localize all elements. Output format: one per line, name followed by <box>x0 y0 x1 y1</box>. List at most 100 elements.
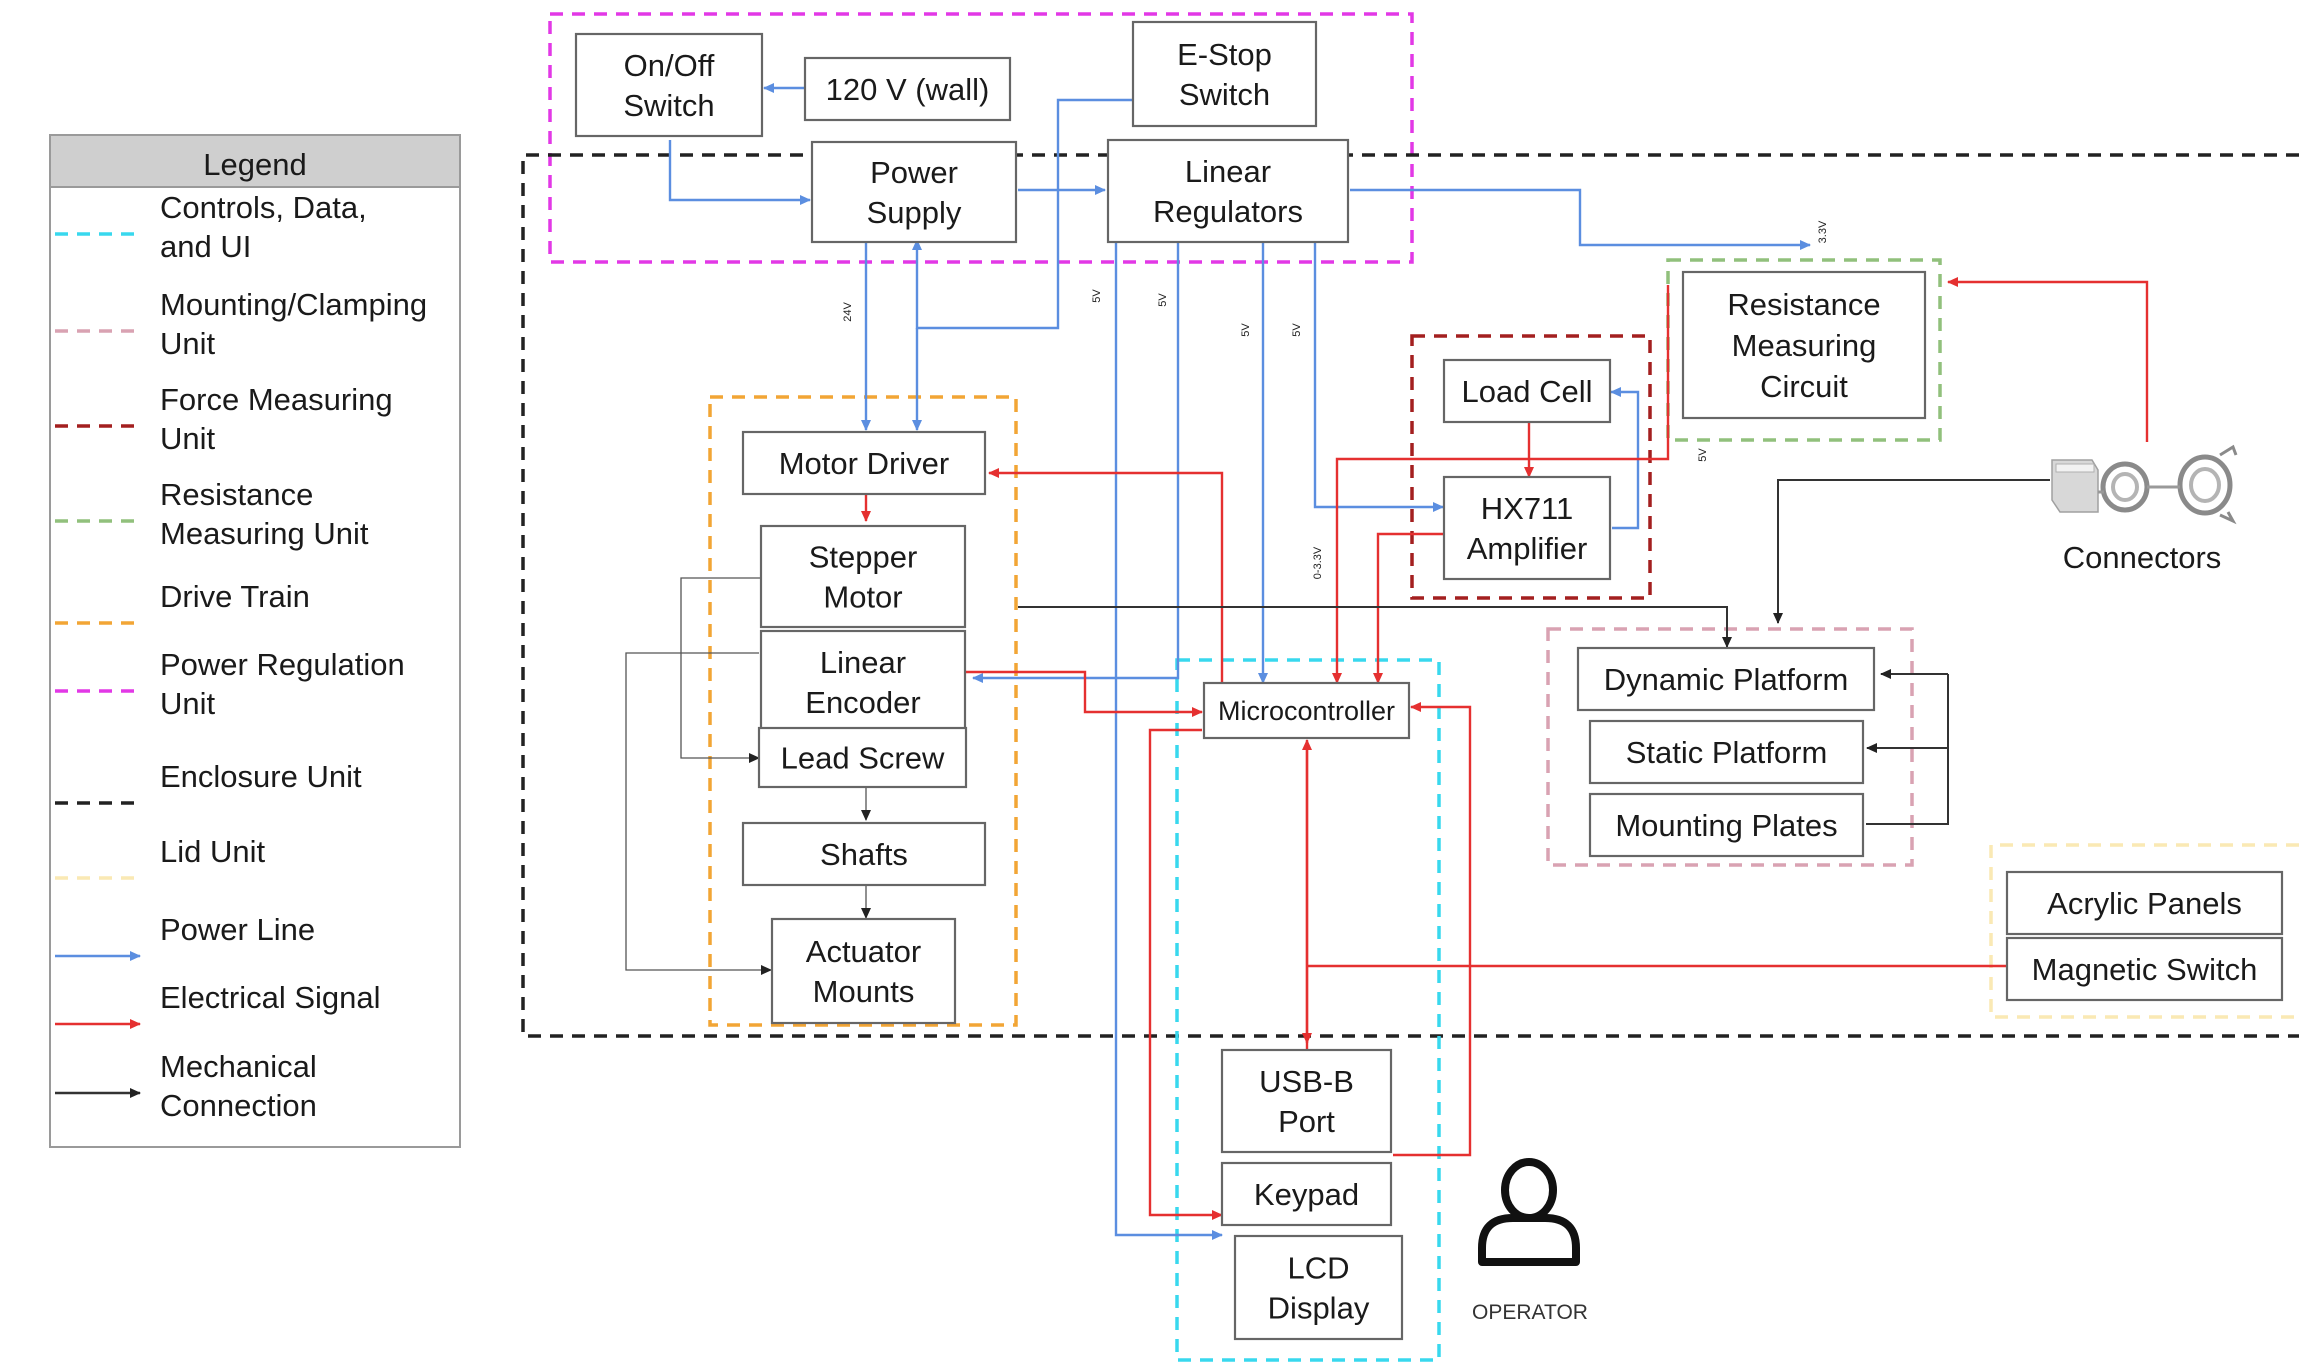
block-outline <box>1442 475 1612 581</box>
block-outline <box>1588 719 1865 785</box>
legend-item: Enclosure Unit <box>55 759 362 805</box>
block-label: USB-B <box>1259 1064 1354 1099</box>
block-outline <box>2005 936 2284 1002</box>
mech-stepper-to-dynamic-platform <box>1018 606 1732 648</box>
signal-encoder-to-mcu <box>963 670 1203 717</box>
block-label: Measuring <box>1732 328 1877 363</box>
block-label: 120 V (wall) <box>826 72 990 107</box>
power-regulation-unit-region <box>548 12 1414 264</box>
electrical-signals <box>861 277 2149 1220</box>
block-outline <box>757 726 968 789</box>
block-outline <box>574 32 764 138</box>
voltage-label-0-3v3: 0-3.3V <box>1312 546 1324 579</box>
legend-label: Connection <box>160 1088 317 1123</box>
block-outline <box>770 917 957 1025</box>
force-measuring-unit-region <box>1410 334 1652 600</box>
block-label: Magnetic Switch <box>2032 952 2258 987</box>
block-outline <box>741 821 987 887</box>
mounting-clamping-unit-region <box>1546 627 1914 867</box>
block-label: E-Stop <box>1177 37 1272 72</box>
signal-hx711-to-mcu <box>1373 532 1443 684</box>
block-label: Motor <box>823 579 902 614</box>
load-cell-block: Load Cell <box>1442 358 1612 424</box>
power-line-estop-to-psu <box>912 98 1133 330</box>
mech-encoder-to-actuator-mounts <box>625 652 772 975</box>
block-label: Dynamic Platform <box>1604 662 1849 697</box>
block-label: Microcontroller <box>1218 696 1395 726</box>
legend-item: Drive Train <box>55 579 310 625</box>
controls-data-ui-region <box>1175 658 1441 1362</box>
block-label: Actuator <box>806 934 921 969</box>
voltage-labels: 24V 5V 5V 5V 5V 5V 3.3V 0-3.3V <box>842 220 1829 579</box>
legend-label: Drive Train <box>160 579 310 614</box>
block-outline <box>759 629 967 735</box>
signal-keypad-to-mcu <box>1393 702 1472 1157</box>
signal-resistance-circuit-to-mcu <box>1332 285 1670 684</box>
acrylic-block: Acrylic Panels <box>2005 870 2284 936</box>
block-outline <box>759 524 967 629</box>
legend: Legend Controls, Data,and UI Mounting/Cla… <box>49 134 461 1148</box>
block-outline <box>810 140 1018 244</box>
voltage-label-3v3: 3.3V <box>1817 220 1829 243</box>
legend-item: Power Line <box>55 912 315 961</box>
legend-title: Legend <box>203 147 306 182</box>
block-outline <box>1588 792 1865 858</box>
voltage-label-5v: 5V <box>1240 323 1252 337</box>
mech-stepper-to-lead-screw <box>680 577 761 763</box>
voltage-label-5v: 5V <box>1291 323 1303 337</box>
wall-block: 120 V (wall) <box>803 56 1012 122</box>
block-label: Keypad <box>1254 1177 1359 1212</box>
block-outline <box>1220 1048 1393 1154</box>
power-lines <box>668 83 1811 1240</box>
mechanical-connections <box>625 479 2050 975</box>
block-label: Linear <box>1185 154 1271 189</box>
legend-label: Resistance <box>160 477 313 512</box>
block-label: Circuit <box>1760 369 1848 404</box>
block-outline <box>1681 270 1927 420</box>
legend-label: Power Line <box>160 912 315 947</box>
voltage-label-5v: 5V <box>1697 448 1709 462</box>
legend-items: Controls, Data,and UI Mounting/ClampingUn… <box>55 190 427 1123</box>
block-label: Mounts <box>813 974 915 1009</box>
person-icon <box>1478 1158 1580 1266</box>
block-label: Regulators <box>1153 194 1303 229</box>
legend-label: Unit <box>160 421 216 456</box>
block-label: Linear <box>820 645 906 680</box>
legend-label: Enclosure Unit <box>160 759 362 794</box>
legend-label: Controls, Data, <box>160 190 367 225</box>
block-outline <box>803 56 1012 122</box>
enclosure-unit-region <box>521 153 2299 1038</box>
mag-switch-block: Magnetic Switch <box>2005 936 2284 1002</box>
shafts-block: Shafts <box>741 821 987 887</box>
block-label: Power <box>870 155 958 190</box>
legend-item: Controls, Data,and UI <box>55 190 367 264</box>
keypad-block: Keypad <box>1220 1161 1393 1227</box>
block-outline <box>1131 20 1318 128</box>
legend-label: Measuring Unit <box>160 516 369 551</box>
block-label: LCD <box>1287 1250 1349 1285</box>
mech-connectors-to-platforms <box>1773 479 2050 624</box>
block-label: Shafts <box>820 837 908 872</box>
block-label: Amplifier <box>1467 531 1588 566</box>
legend-label: Unit <box>160 326 216 361</box>
block-outline <box>1220 1161 1393 1227</box>
dyn-platform-block: Dynamic Platform <box>1576 646 1876 712</box>
block-outline <box>2005 870 2284 936</box>
block-label: Stepper <box>809 539 918 574</box>
block-label: Switch <box>1179 77 1270 112</box>
